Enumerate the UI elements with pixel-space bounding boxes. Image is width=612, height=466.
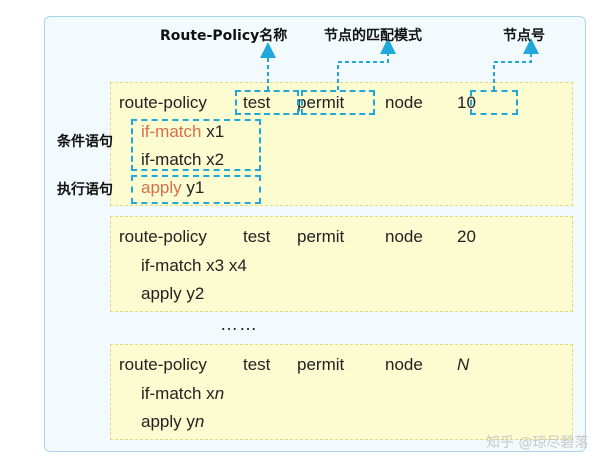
b2-node-kw: node [385, 227, 423, 246]
b2-route-policy: route-policy [119, 227, 207, 246]
b3-if-match: if-match xn [141, 384, 224, 404]
apply-clause-label: 执行语句 [57, 182, 113, 198]
watermark: 知乎 @琼尽碧落 [486, 435, 589, 451]
b2-apply: apply y2 [141, 284, 205, 303]
b3-node-kw: node [385, 355, 423, 374]
node-block-20 [110, 216, 573, 312]
node-number-highlight [470, 90, 518, 115]
name-highlight [235, 90, 299, 115]
b3-route-policy: route-policy [119, 355, 207, 374]
b1-apply: apply y1 [141, 178, 204, 198]
mode-highlight [301, 90, 375, 115]
node-number-label: 节点号 [503, 28, 545, 44]
if-match-keyword: if-match [141, 122, 202, 141]
b2-name: test [243, 227, 271, 246]
b3-node-num: N [457, 355, 470, 374]
route-policy-name-label: Route-Policy名称 [160, 28, 288, 44]
node-block-10 [110, 82, 573, 206]
apply-keyword: apply [141, 178, 182, 197]
ellipsis: …… [220, 314, 258, 334]
condition-highlight [131, 119, 261, 171]
node-number-arrow [493, 38, 539, 90]
if-match-value: x1 [206, 122, 225, 141]
apply-highlight [131, 175, 261, 204]
mode-arrow [337, 38, 396, 90]
b1-name: test [243, 93, 271, 112]
b2-if-match: if-match x3 x4 [141, 256, 247, 275]
b3-if-match-prefix: if-match x [141, 384, 215, 403]
b3-if-match-var: n [214, 384, 225, 403]
b3-apply-prefix: apply y [141, 412, 195, 431]
b1-route-policy: route-policy [119, 93, 207, 112]
b3-apply: apply yn [141, 412, 204, 432]
apply-value: y1 [186, 178, 205, 197]
b3-apply-var: n [194, 412, 205, 431]
b3-name: test [243, 355, 271, 374]
b1-node-kw: node [385, 93, 423, 112]
b1-mode: permit [297, 93, 345, 112]
b2-mode: permit [297, 227, 345, 246]
node-block-n [110, 344, 573, 440]
b2-node-num: 20 [457, 227, 476, 246]
match-mode-label: 节点的匹配模式 [324, 28, 422, 44]
b3-mode: permit [297, 355, 345, 374]
condition-clause-label: 条件语句 [57, 134, 113, 150]
b1-if-match-2: if-match x2 [141, 150, 225, 169]
b1-if-match-1: if-match x1 [141, 122, 224, 142]
